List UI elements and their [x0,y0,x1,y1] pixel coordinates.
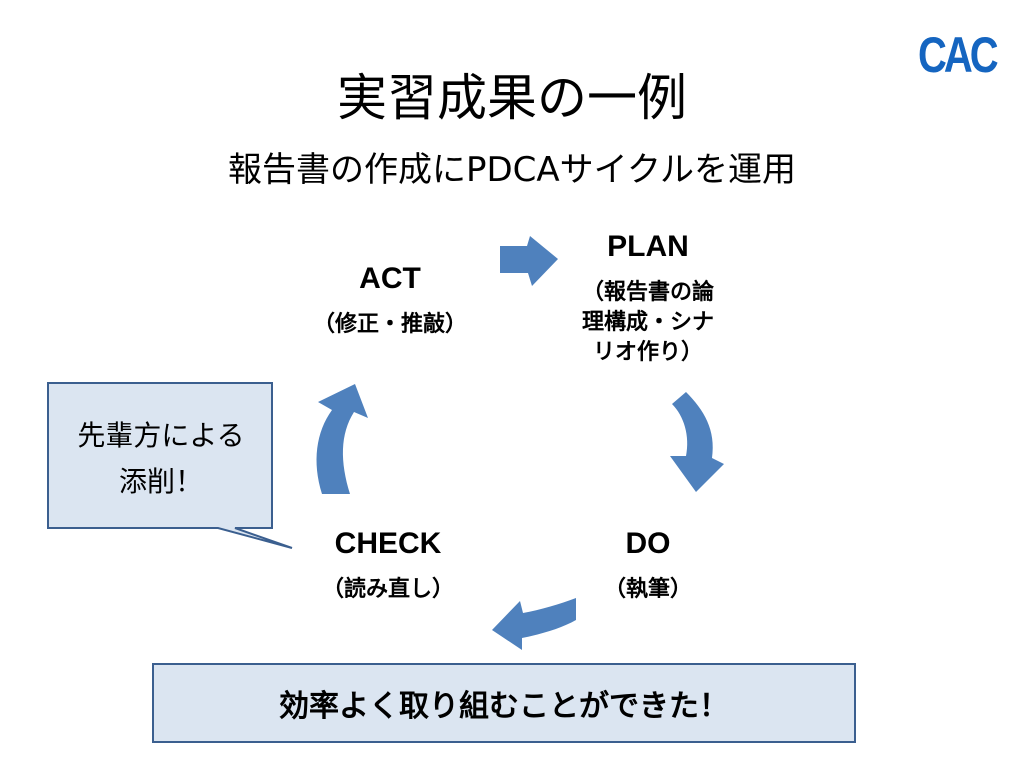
stage-act: ACT （修正・推敲） [290,262,490,340]
stage-do-desc: （執筆） [603,577,692,602]
stage-plan-desc-line: 理構成・シナ [581,310,714,335]
cac-logo: CAC [918,28,999,83]
stage-plan-desc-line: リオ作り） [592,340,703,365]
page-subtitle: 報告書の作成にPDCAサイクルを運用 [228,150,796,190]
result-banner: 効率よく取り組むことができた！ [152,663,856,743]
stage-plan-desc-line: （報告書の論 [581,280,714,305]
arrow-check-to-act [316,384,368,494]
stage-act-desc: （修正・推敲） [312,312,467,337]
stage-act-name: ACT [359,262,421,295]
callout-line: 添削！ [118,465,203,498]
page-title: 実習成果の一例 [337,69,687,127]
stage-check: CHECK （読み直し） [288,527,488,605]
arrow-do-to-check [492,598,576,650]
callout-box [47,382,293,549]
stage-plan-desc: （報告書の論 理構成・シナ リオ作り） [548,278,748,368]
stage-check-desc: （読み直し） [321,577,454,602]
stage-plan-name: PLAN [607,230,689,263]
stage-check-name: CHECK [334,527,442,560]
stage-plan: PLAN （報告書の論 理構成・シナ リオ作り） [548,230,748,368]
stage-do: DO （執筆） [548,527,748,605]
callout-line: 先輩方による [77,419,245,452]
stage-do-name: DO [625,527,671,560]
arrow-act-to-plan [500,236,558,286]
arrow-plan-to-do [670,392,724,492]
callout-text: 先輩方による 添削！ [50,413,272,505]
